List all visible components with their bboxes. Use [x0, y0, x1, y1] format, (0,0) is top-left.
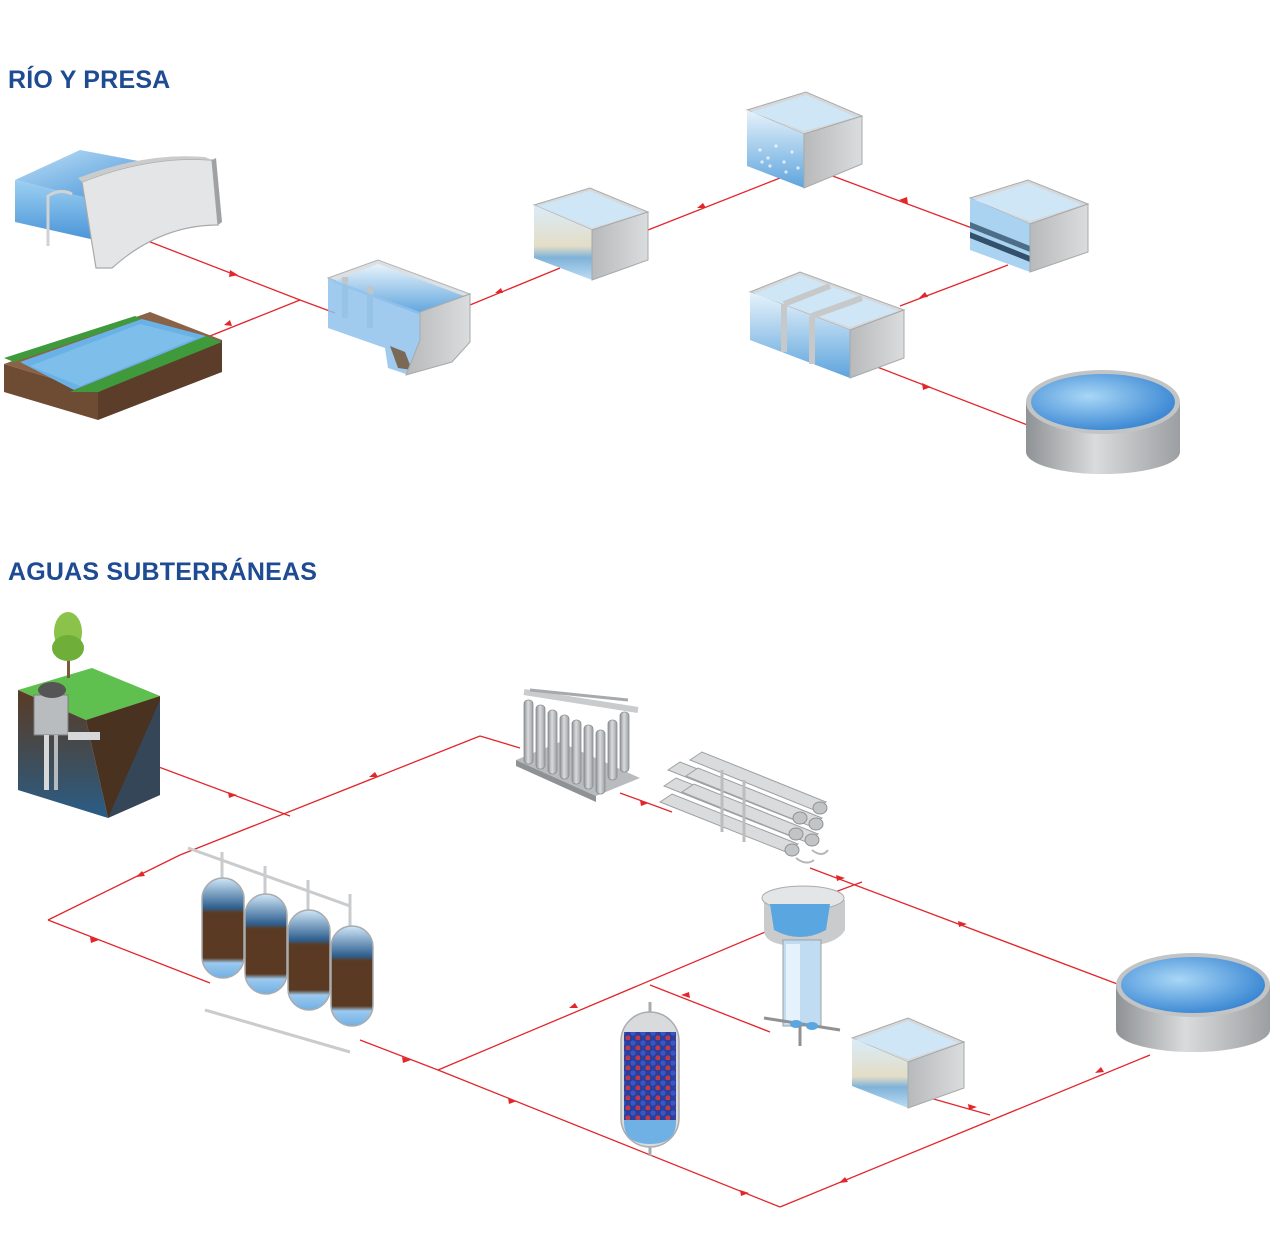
flow-arrow: [899, 197, 908, 204]
flow-arrow: [508, 1098, 517, 1104]
flow-arrow: [369, 772, 378, 777]
flow-line: [47, 854, 181, 921]
flow-arrow: [836, 875, 845, 881]
flow-arrow: [968, 1104, 977, 1110]
flow-arrow: [1095, 1067, 1104, 1073]
flow-line: [929, 1097, 991, 1116]
flow-line: [779, 1054, 1151, 1208]
flow-arrow: [919, 292, 928, 298]
flow-line: [139, 237, 301, 301]
flow-arrow: [569, 1003, 578, 1008]
flow-arrow: [740, 1190, 749, 1196]
treatment-tank-icon: [850, 1017, 966, 1109]
well-icon: [18, 612, 160, 818]
flow-arrows-river-dam: [224, 197, 931, 390]
flow-line: [437, 929, 771, 1071]
flow-arrow: [640, 800, 649, 806]
flow-arrow: [922, 383, 931, 390]
multi-chamber-tank-icon: [748, 271, 906, 379]
flow-line: [139, 759, 291, 817]
storage-reservoir-icon: [1026, 370, 1180, 474]
flow-line: [359, 1039, 439, 1071]
flow-line: [647, 177, 781, 231]
flow-line: [834, 881, 863, 893]
sand-filter-tank-icon: [968, 179, 1090, 273]
flow-arrow: [495, 288, 503, 293]
flow-arrows-groundwater: [90, 772, 1104, 1196]
flow-line: [469, 267, 561, 306]
clarifier-tower-icon: [761, 885, 845, 1046]
section-title-groundwater: AGUAS SUBTERRÁNEAS: [8, 558, 318, 586]
flow-line: [194, 299, 301, 343]
flow-line: [809, 867, 1121, 986]
flow-arrow: [90, 937, 99, 943]
section-title-river-dam: RÍO Y PRESA: [8, 66, 171, 94]
pressure-filter-vessels-icon: [187, 846, 374, 1054]
coagulation-tank-icon: [532, 187, 650, 281]
reverse-osmosis-array-icon: [658, 751, 829, 864]
flow-line: [649, 984, 771, 1033]
flow-arrow: [681, 992, 690, 998]
flow-arrow: [228, 792, 237, 798]
flow-arrow: [402, 1057, 411, 1063]
flow-arrow: [839, 1177, 848, 1183]
flow-line: [179, 735, 481, 856]
flow-line: [479, 735, 521, 749]
ion-exchange-vessel-icon: [620, 1002, 680, 1156]
flow-arrow: [958, 921, 967, 927]
flow-arrow: [229, 270, 238, 277]
flow-line: [899, 264, 1009, 307]
flow-line: [47, 919, 211, 984]
flow-arrow: [136, 871, 145, 877]
storage-reservoir-icon: [1116, 953, 1270, 1052]
flow-lines-river-dam: [139, 174, 1031, 427]
flow-line: [437, 1069, 781, 1208]
ultrafiltration-unit-icon: [516, 688, 640, 802]
flow-lines-groundwater: [47, 735, 1151, 1208]
dam-icon: [15, 150, 222, 269]
settling-basin-icon: [326, 259, 472, 376]
river-channel-icon: [4, 312, 222, 420]
flow-arrow: [697, 203, 706, 208]
flow-line: [829, 174, 973, 229]
flow-arrow: [224, 320, 232, 326]
flow-line: [871, 364, 1031, 427]
flotation-tank-icon: [745, 91, 864, 189]
